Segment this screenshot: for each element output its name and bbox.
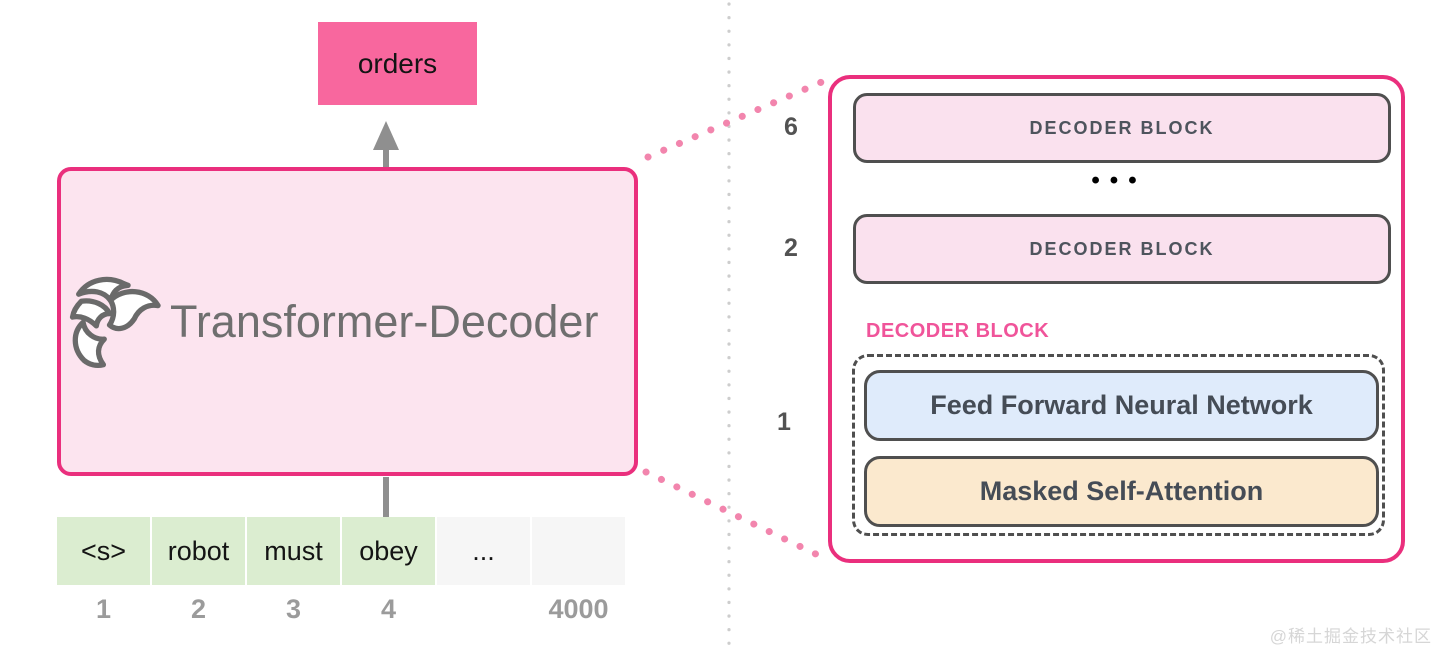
- token-text: must: [264, 535, 323, 566]
- decoder-block-label: DECODER BLOCK: [1029, 238, 1215, 259]
- masked-self-attention-label: Masked Self-Attention: [979, 476, 1264, 506]
- model-title: Transformer-Decoder: [170, 295, 599, 347]
- input-token-empty: [532, 517, 625, 585]
- stack-ellipsis: •••: [1091, 167, 1147, 194]
- expanded-decoder-block-outline: [852, 354, 1385, 536]
- token-text: <s>: [80, 535, 127, 566]
- decoder-stack-container: DECODER BLOCK ••• DECODER BLOCK DECODER …: [828, 75, 1405, 563]
- position-label: 3: [285, 594, 302, 624]
- input-token-row: <s> robot must obey ...: [57, 517, 625, 585]
- input-token-ellipsis: ...: [437, 517, 530, 585]
- layer-number-6: 6: [784, 113, 798, 141]
- position-label: 1: [95, 594, 112, 624]
- input-token: must: [247, 517, 340, 585]
- masked-self-attention-block: Masked Self-Attention: [864, 456, 1379, 527]
- expanded-decoder-block-title: DECODER BLOCK: [866, 320, 1050, 342]
- layer-number-1: 1: [777, 408, 791, 436]
- input-token: robot: [152, 517, 245, 585]
- token-text: obey: [359, 535, 418, 566]
- input-token: obey: [342, 517, 435, 585]
- layer-number-2: 2: [784, 234, 798, 262]
- flame-logo-icon: [69, 273, 166, 370]
- position-label: 2: [190, 594, 207, 624]
- output-token-label: orders: [357, 47, 438, 79]
- arrow-up-icon: [373, 121, 399, 168]
- watermark: @稀土掘金技术社区: [1269, 627, 1432, 646]
- decoder-block-2: DECODER BLOCK: [853, 214, 1391, 284]
- position-label: 4: [380, 594, 397, 624]
- decoder-block-6: DECODER BLOCK: [853, 93, 1391, 163]
- decoder-block-label: DECODER BLOCK: [1029, 117, 1215, 138]
- feed-forward-label: Feed Forward Neural Network: [930, 390, 1313, 420]
- input-token: <s>: [57, 517, 150, 585]
- zoom-connector-bottom: [642, 468, 828, 562]
- output-token-box: orders: [318, 22, 477, 105]
- token-text: ...: [472, 535, 495, 566]
- position-label: 4000: [548, 594, 609, 624]
- token-text: robot: [167, 535, 230, 566]
- feed-forward-block: Feed Forward Neural Network: [864, 370, 1379, 441]
- transformer-decoder-box: Transformer-Decoder: [57, 167, 638, 476]
